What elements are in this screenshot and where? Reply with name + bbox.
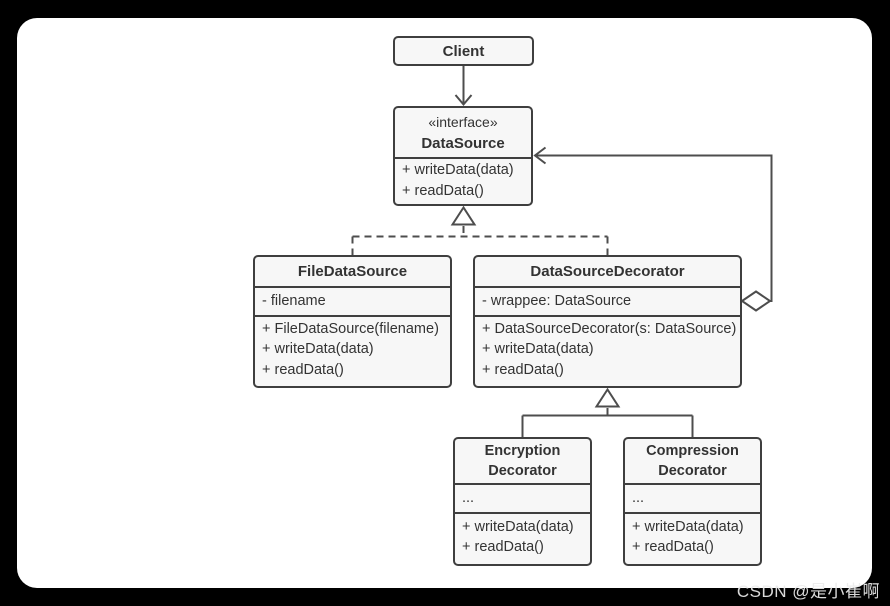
methods-section: + writeData(data) + readData() <box>395 157 531 202</box>
realization-dashed-lines <box>351 226 609 255</box>
class-title: DataSourceDecorator <box>530 263 685 280</box>
method-item: + readData() <box>402 182 484 199</box>
method-item: + readData() <box>262 361 344 378</box>
method-item: + writeData(data) <box>482 341 594 358</box>
method-item: + writeData(data) <box>402 162 514 178</box>
method-item: + writeData(data) <box>632 518 744 535</box>
datasource-interface-box: «interface» DataSource + writeData(data)… <box>393 106 533 206</box>
attribute-item: ... <box>462 490 475 507</box>
method-item: + readData() <box>482 361 564 378</box>
class-title-line1: Compression <box>646 443 739 459</box>
class-header: Compression Decorator <box>625 439 760 483</box>
attributes-section: - wrappee: DataSource <box>475 286 740 315</box>
class-title: Client <box>442 42 485 60</box>
attribute-item: - filename <box>262 293 326 310</box>
methods-section: + FileDataSource(filename) + writeData(d… <box>255 315 450 382</box>
filedatasource-class-box: FileDataSource - filename + FileDataSour… <box>253 255 452 388</box>
csdn-watermark: CSDN @是小崔啊 <box>736 582 880 601</box>
aggregation-arrow-icon <box>533 146 547 165</box>
method-item: + readData() <box>462 539 544 555</box>
encryptiondecorator-class-box: Encryption Decorator ... + writeData(dat… <box>453 437 592 566</box>
method-item: + DataSourceDecorator(s: DataSource) <box>482 320 737 337</box>
client-to-datasource-arrow-icon <box>454 94 473 107</box>
attribute-item: - wrappee: DataSource <box>482 293 632 310</box>
class-title-line1: Encryption <box>484 443 561 459</box>
methods-section: + writeData(data) + readData() <box>625 512 760 560</box>
inheritance-triangle-icon <box>594 387 621 408</box>
attributes-section: ... <box>625 483 760 512</box>
method-item: + writeData(data) <box>262 341 374 358</box>
attribute-item: ... <box>632 490 645 507</box>
method-item: + writeData(data) <box>462 518 574 535</box>
interface-stereotype: «interface» <box>428 113 498 130</box>
client-class-box: Client <box>393 36 534 66</box>
attributes-section: ... <box>455 483 590 512</box>
class-title-line2: Decorator <box>658 463 727 479</box>
attributes-section: - filename <box>255 286 450 315</box>
method-item: + FileDataSource(filename) <box>262 320 439 337</box>
aggregation-diamond-icon <box>740 290 772 312</box>
class-title: FileDataSource <box>297 263 408 280</box>
compressiondecorator-class-box: Compression Decorator ... + writeData(da… <box>623 437 762 566</box>
methods-section: + writeData(data) + readData() <box>455 512 590 560</box>
realization-triangle-icon <box>450 205 477 226</box>
inheritance-lines <box>521 408 694 437</box>
class-header: «interface» DataSource <box>395 108 531 157</box>
methods-section: + DataSourceDecorator(s: DataSource) + w… <box>475 315 740 382</box>
class-header: Encryption Decorator <box>455 439 590 483</box>
class-title-line2: Decorator <box>488 463 557 479</box>
method-item: + readData() <box>632 539 714 555</box>
datasourcedecorator-class-box: DataSourceDecorator - wrappee: DataSourc… <box>473 255 742 388</box>
class-title: DataSource <box>421 134 505 152</box>
